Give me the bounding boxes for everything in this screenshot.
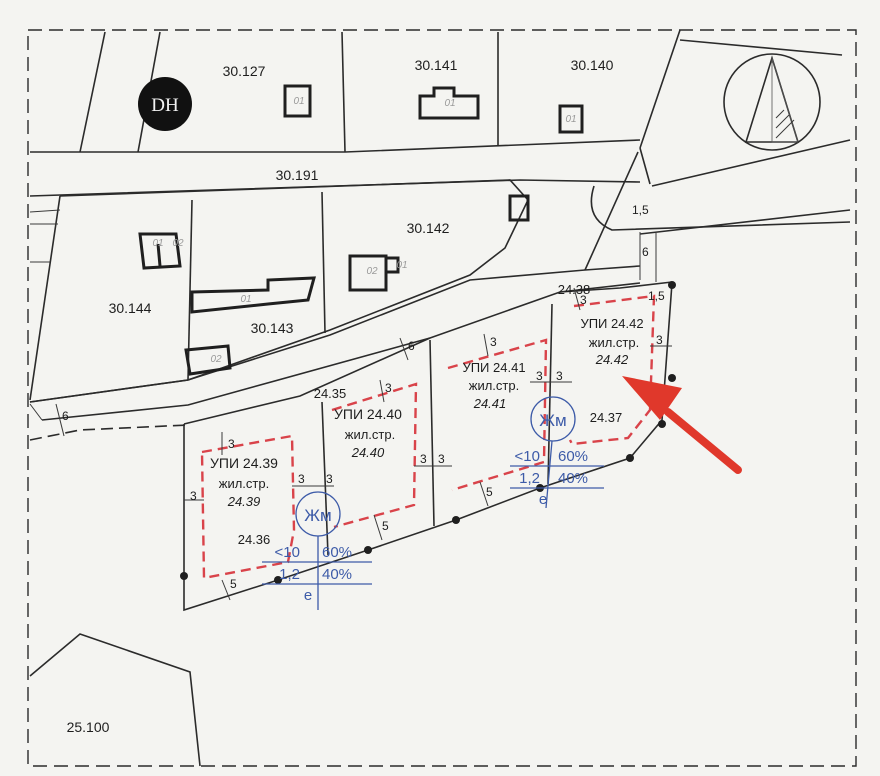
logo-text: DH [151,95,179,116]
dimension-label: 3 [326,472,333,486]
upi-24-42: УПИ 24.42 жил.стр. 24.42 [580,316,643,367]
dimension-lines [55,287,672,601]
upi-24-39: УПИ 24.39 жил.стр. 24.39 [210,455,278,509]
parcel-label: 30.191 [276,167,319,183]
arrow-icon [622,376,742,474]
building-number: 01 [396,260,407,271]
zone-table-2: Жм <10 60% 1,2 40% е [510,396,604,509]
zone-code: Жм [304,506,331,525]
parcel-label: 24.36 [238,532,271,547]
dimension-label: 6 [642,245,649,259]
buildings [138,84,584,376]
dh-logo: DH [138,77,192,131]
zone-type: е [304,587,312,604]
dimension-label: 3 [580,293,587,307]
side-road [584,139,851,271]
upi-use: жил.стр. [469,378,519,393]
dimension-label: 3 [490,335,497,349]
dimension-label: 6 [408,339,415,353]
zone-height: <10 [275,544,300,561]
north-arrow-icon [723,53,821,151]
upi-title: УПИ 24.42 [580,316,643,331]
upi-number: 24.39 [227,494,261,509]
zone-green: 40% [322,566,352,583]
dimension-label: 5 [486,485,493,499]
top-parcels [79,29,843,153]
upi-use: жил.стр. [219,476,269,491]
zone-ratio: 1,2 [519,470,540,487]
building-number: 01 [240,294,251,305]
dimension-label: 3 [438,452,445,466]
zone-height: <10 [515,448,540,465]
parcel-25-100 [29,633,201,767]
parcel-block-30-14x [29,179,529,403]
parcel-label: 30.143 [251,320,294,336]
zone-green: 40% [558,470,588,487]
building-lines [200,294,656,580]
street-30-191 [29,139,651,197]
dimension-label: 1,5 [632,203,649,217]
upi-number: 24.41 [473,396,507,411]
parcel-label: 24.35 [314,386,347,401]
parcel-label: 25.100 [67,719,110,735]
dimension-label: 6 [62,409,69,423]
parcel-label: 30.140 [571,57,614,73]
upi-number: 24.42 [595,352,629,367]
parcel-label: 30.144 [109,300,152,316]
parcel-label: 30.142 [407,220,450,236]
zone-density: 60% [558,448,588,465]
building-number: 01 [293,96,304,107]
building-number: 01 [444,98,455,109]
dimension-label: 3 [656,333,663,347]
upi-title: УПИ 24.40 [334,406,402,422]
building-number: 02 [172,238,184,249]
dimension-label: 3 [536,369,543,383]
zone-density: 60% [322,544,352,561]
dimension-label: 3 [556,369,563,383]
building-number: 01 [152,238,163,249]
upi-24-40: УПИ 24.40 жил.стр. 24.40 [334,406,402,460]
dimension-label: 3 [298,472,305,486]
upi-title: УПИ 24.39 [210,455,278,471]
zone-table-1: Жм <10 60% 1,2 40% е [262,491,372,610]
dimension-label: 3 [385,381,392,395]
upi-24-41: УПИ 24.41 жил.стр. 24.41 [462,360,525,411]
dimension-label: 5 [382,519,389,533]
upi-number: 24.40 [351,445,385,460]
plan-frame [27,29,857,767]
building-number: 02 [210,354,222,365]
upi-title: УПИ 24.41 [462,360,525,375]
zone-ratio: 1,2 [279,566,300,583]
parcel-label: 30.141 [415,57,458,73]
dimension-label: 1,5 [648,289,665,303]
dimension-label: 3 [228,437,235,451]
upi-use: жил.стр. [589,335,639,350]
zone-type: е [539,491,547,508]
building-number: 02 [366,266,378,277]
parcel-label: 24.37 [590,410,623,425]
upi-use: жил.стр. [345,427,395,442]
boundary-points [180,281,676,584]
zone-code: Жм [539,411,566,430]
parcel-label: 30.127 [223,63,266,79]
dimension-label: 3 [420,452,427,466]
building-number: 01 [565,114,576,125]
dimension-label: 5 [230,577,237,591]
dimension-label: 3 [190,489,197,503]
